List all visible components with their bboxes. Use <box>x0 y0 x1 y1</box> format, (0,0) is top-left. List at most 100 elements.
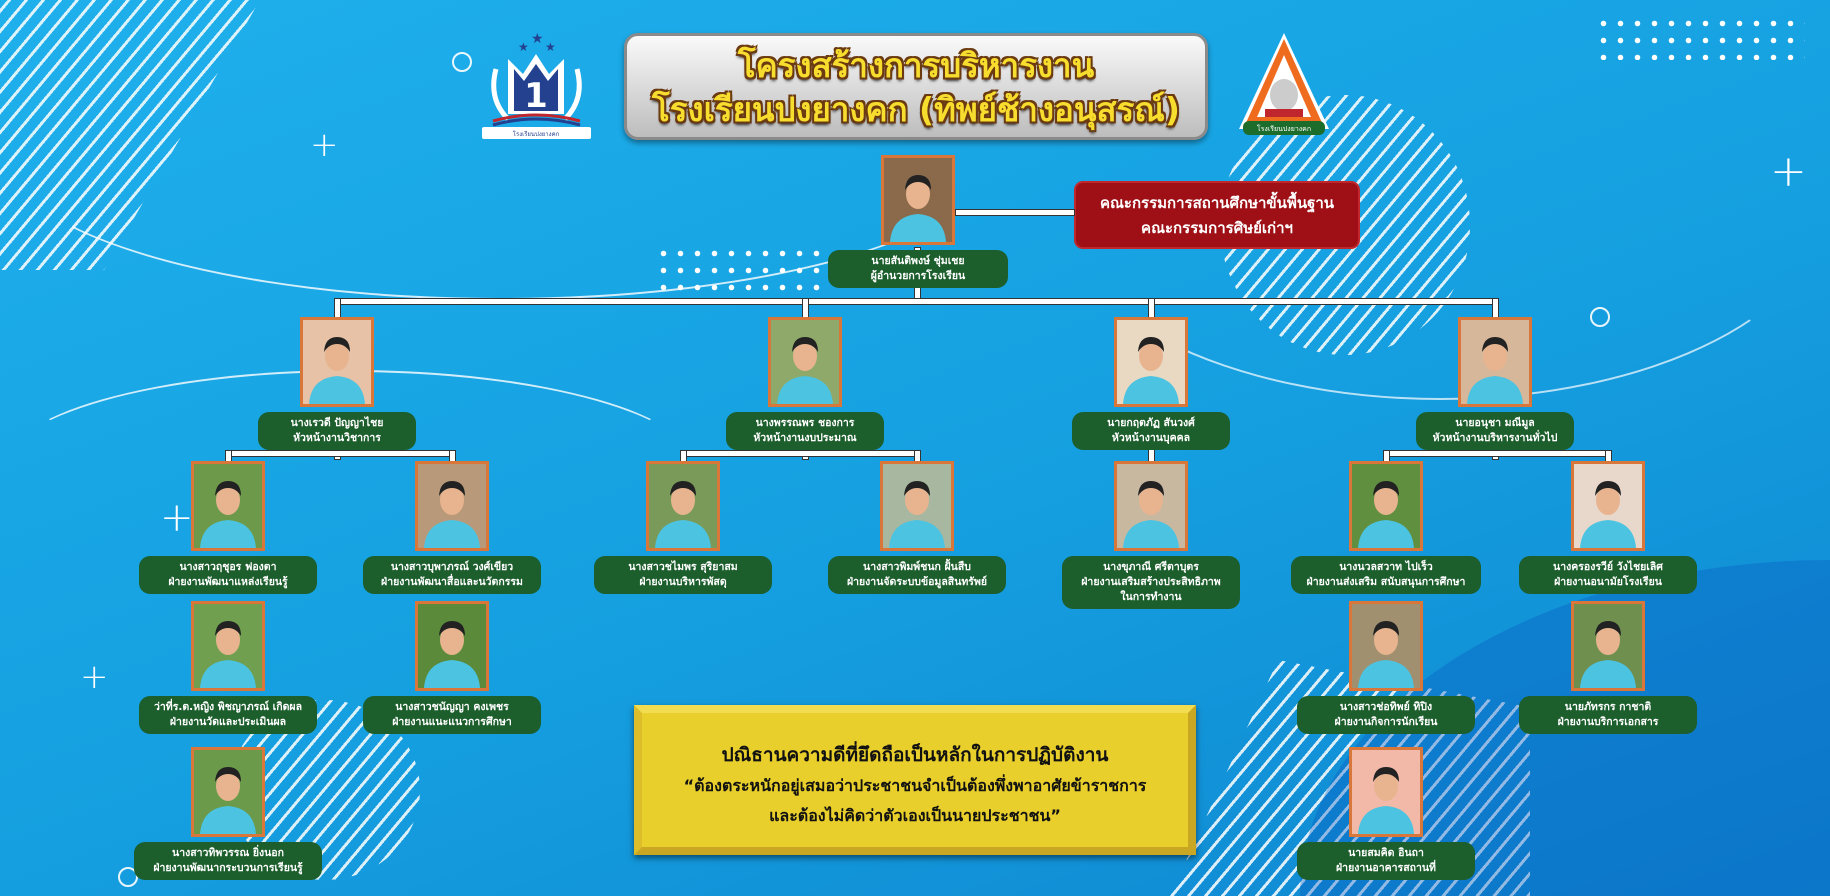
staff-label: นางพรรณพร ชองการหัวหน้างานงบประมาณ <box>726 412 884 450</box>
staff-name: นางนวลสวาท ไปเร็ว <box>1339 561 1433 573</box>
staff-photo <box>191 461 265 551</box>
connector-line <box>955 209 1075 216</box>
staff-role: ฝ่ายงานแนะแนวการศึกษา <box>392 716 512 728</box>
staff-name: นางพรรณพร ชองการ <box>755 417 855 429</box>
ring-decoration <box>452 52 472 72</box>
staff-photo <box>646 461 720 551</box>
ring-decoration <box>1590 307 1610 327</box>
plus-decoration: + <box>160 495 194 541</box>
staff-role: ฝ่ายงานเสริมสร้างประสิทธิภาพ <box>1081 576 1221 588</box>
staff-label: นางสาวฤชุอร ฟองตาฝ่ายงานพัฒนาแหล่งเรียนร… <box>139 556 317 594</box>
staff-name: นางสาวชไมพร สุริยาสม <box>628 561 738 573</box>
school-logo-right: โรงเรียนปงยางคก <box>1235 29 1333 146</box>
staff-name: นางเรวดี ปัญญาไชย <box>290 417 384 429</box>
staff-role: ฝ่ายงานอาคารสถานที่ <box>1336 862 1436 874</box>
staff-label: นางนวลสวาท ไปเร็วฝ่ายงานส่งเสริม สนับสนุ… <box>1291 556 1481 594</box>
staff-label: นางสาวชนัญญา คงเพชรฝ่ายงานแนะแนวการศึกษา <box>363 696 541 734</box>
svg-text:1: 1 <box>524 76 548 116</box>
staff-label: นางสาวชไมพร สุริยาสมฝ่ายงานบริหารพัสดุ <box>594 556 772 594</box>
connector-line <box>225 450 455 457</box>
school-logo-left: 1 ★★★ โรงเรียนปงยางคก <box>478 29 595 140</box>
dot-grid <box>655 245 825 297</box>
staff-photo <box>191 601 265 691</box>
staff-label: นายกฤตภัฏ สันวงศ์หัวหน้างานบุคคล <box>1072 412 1230 450</box>
swoosh-line <box>1050 0 1830 400</box>
staff-role-line-2: ในการทำงาน <box>1120 591 1182 603</box>
staff-name: นายสมคิด อินถา <box>1348 847 1424 859</box>
staff-name: นางขุภาณี ศรีตาบุตร <box>1103 561 1199 573</box>
staff-name: ว่าที่ร.ต.หญิง พิชญาภรณ์ เกิดผล <box>154 701 302 713</box>
staff-photo <box>1114 317 1188 407</box>
staff-photo <box>1349 601 1423 691</box>
staff-photo <box>881 155 955 245</box>
staff-role: ฝ่ายงานวัดและประเมินผล <box>169 716 287 728</box>
staff-name: นางสาวบุพาภรณ์ วงศ์เขียว <box>390 561 514 573</box>
staff-role: ฝ่ายงานพัฒนากระบวนการเรียนรู้ <box>153 862 303 874</box>
staff-photo <box>191 747 265 837</box>
staff-photo <box>1571 601 1645 691</box>
staff-label: นางเรวดี ปัญญาไชยหัวหน้างานวิชาการ <box>258 412 416 450</box>
staff-role: หัวหน้างานงบประมาณ <box>753 432 857 444</box>
staff-name: นางสาวช่อทิพย์ ทิปิง <box>1339 701 1433 713</box>
motto-quote-line-1: “ต้องตระหนักอยู่เสมอว่าประชาชนจำเป็นต้อง… <box>683 776 1147 795</box>
staff-name: นางสาวพิมพ์ชนก ฝั้นสืบ <box>863 561 971 573</box>
staff-photo <box>415 601 489 691</box>
staff-name: นายอนุชา มณีมูล <box>1455 417 1535 429</box>
staff-role: หัวหน้างานบุคคล <box>1111 432 1191 444</box>
motto-heading: ปณิธานความดีที่ยึดถือเป็นหลักในการปฏิบัต… <box>721 744 1109 766</box>
svg-text:★: ★ <box>531 31 544 47</box>
staff-label: นางขุภาณี ศรีตาบุตรฝ่ายงานเสริมสร้างประส… <box>1062 556 1240 609</box>
staff-role: ฝ่ายงานพัฒนาสื่อและนวัตกรรม <box>381 576 523 588</box>
staff-photo <box>1458 317 1532 407</box>
committee-line-1: คณะกรรมการสถานศึกษาขั้นพื้นฐาน <box>1099 194 1335 212</box>
staff-photo <box>768 317 842 407</box>
dot-grid <box>1595 15 1805 60</box>
staff-label: นายอนุชา มณีมูลหัวหน้างานบริหารงานทั่วไป <box>1416 412 1574 450</box>
staff-name: นางสาวชนัญญา คงเพชร <box>395 701 509 713</box>
plus-decoration: + <box>1770 146 1807 197</box>
staff-label: นายภัทรกร กาชาติฝ่ายงานบริการเอกสาร <box>1519 696 1697 734</box>
staff-photo <box>1349 747 1423 837</box>
title-line-1: โครงสร้างการบริหารงาน <box>737 46 1095 85</box>
svg-text:โรงเรียนปงยางคก: โรงเรียนปงยางคก <box>513 130 560 138</box>
staff-name: นางสาวทิพวรรณ ยิ่งนอก <box>172 847 284 859</box>
staff-label: นางสาวช่อทิพย์ ทิปิงฝ่ายงานกิจการนักเรีย… <box>1297 696 1475 734</box>
staff-name: นางครองรวีย์ วังไชยเลิศ <box>1553 561 1663 573</box>
svg-text:โรงเรียนปงยางคก: โรงเรียนปงยางคก <box>1257 124 1311 133</box>
staff-role: ฝ่ายงานจัดระบบข้อมูลสินทรัพย์ <box>846 576 988 588</box>
staff-label: นางครองรวีย์ วังไชยเลิศฝ่ายงานอนามัยโรงเ… <box>1519 556 1697 594</box>
staff-name: นายสันติพงษ์ ชุ่มเชย <box>871 255 965 267</box>
staff-name: นางสาวฤชุอร ฟองตา <box>179 561 277 573</box>
staff-photo <box>1349 461 1423 551</box>
svg-text:★: ★ <box>545 40 556 54</box>
staff-label: นายสันติพงษ์ ชุ่มเชยผู้อำนวยการโรงเรียน <box>828 250 1008 288</box>
staff-role: ฝ่ายงานพัฒนาแหล่งเรียนรู้ <box>168 576 288 588</box>
plus-decoration: + <box>80 657 109 697</box>
staff-photo <box>415 461 489 551</box>
svg-text:★: ★ <box>518 40 529 54</box>
staff-photo <box>1114 461 1188 551</box>
staff-photo <box>300 317 374 407</box>
connector-line <box>1383 450 1611 457</box>
connector-line <box>336 298 1498 305</box>
staff-name: นายกฤตภัฏ สันวงศ์ <box>1107 417 1195 429</box>
staff-name: นายภัทรกร กาชาติ <box>1564 701 1652 713</box>
staff-label: นางสาวพิมพ์ชนก ฝั้นสืบฝ่ายงานจัดระบบข้อม… <box>828 556 1006 594</box>
staff-label: ว่าที่ร.ต.หญิง พิชญาภรณ์ เกิดผลฝ่ายงานวั… <box>139 696 317 734</box>
staff-role: หัวหน้างานวิชาการ <box>293 432 381 444</box>
staff-label: นายสมคิด อินถาฝ่ายงานอาคารสถานที่ <box>1297 842 1475 880</box>
title-line-2: โรงเรียนปงยางคก (ทิพย์ช้างอนุสรณ์) <box>652 90 1180 129</box>
staff-photo <box>880 461 954 551</box>
committee-line-2: คณะกรรมการศิษย์เก่าฯ <box>1141 219 1293 237</box>
staff-label: นางสาวบุพาภรณ์ วงศ์เขียวฝ่ายงานพัฒนาสื่อ… <box>363 556 541 594</box>
committee-box: คณะกรรมการสถานศึกษาขั้นพื้นฐาน คณะกรรมกา… <box>1074 181 1360 249</box>
staff-role: ฝ่ายงานอนามัยโรงเรียน <box>1554 576 1662 588</box>
motto-box: ปณิธานความดีที่ยึดถือเป็นหลักในการปฏิบัต… <box>634 705 1196 855</box>
motto-quote-line-2: และต้องไม่คิดว่าตัวเองเป็นนายประชาชน” <box>769 806 1061 825</box>
connector-line <box>680 450 920 457</box>
staff-label: นางสาวทิพวรรณ ยิ่งนอกฝ่ายงานพัฒนากระบวนก… <box>134 842 322 880</box>
staff-role: ฝ่ายงานบริการเอกสาร <box>1557 716 1659 728</box>
staff-role: ผู้อำนวยการโรงเรียน <box>870 270 966 282</box>
staff-role: ฝ่ายงานส่งเสริม สนับสนุนการศึกษา <box>1306 576 1466 588</box>
page-title: โครงสร้างการบริหารงาน โรงเรียนปงยางคก (ท… <box>624 33 1208 140</box>
